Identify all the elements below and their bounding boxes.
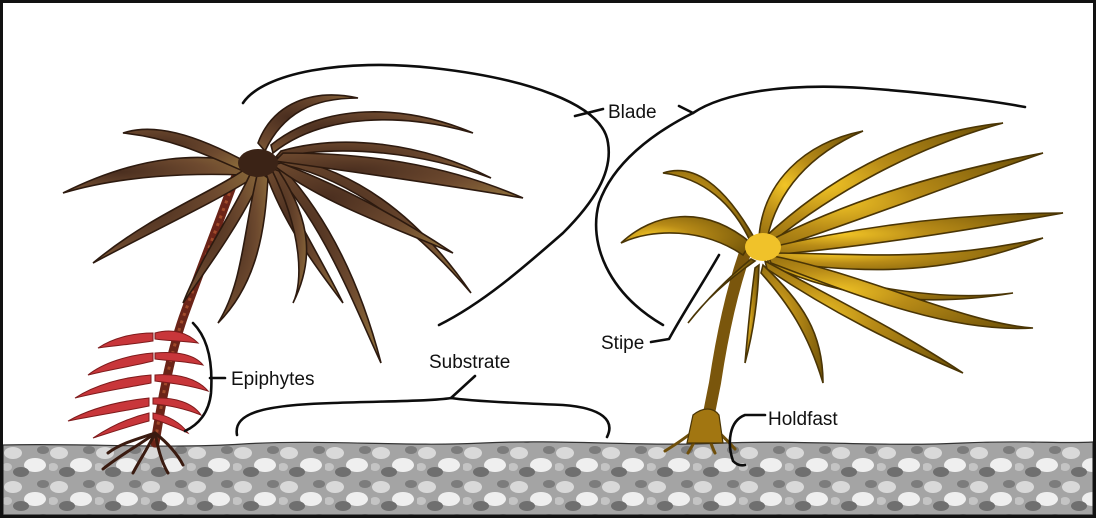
substrate-callout-tail bbox=[451, 376, 475, 398]
epiphyte-fronds bbox=[68, 331, 208, 438]
right-stipe bbox=[705, 253, 745, 435]
substrate-label: Substrate bbox=[429, 352, 510, 373]
diagram-canvas: Blade Stipe Holdfast Epiphytes Substrate bbox=[3, 3, 1093, 515]
right-blade-base bbox=[745, 233, 781, 261]
left-blade-base bbox=[238, 149, 278, 177]
substrate-callout bbox=[237, 398, 610, 437]
blade-callout-right bbox=[679, 87, 1025, 113]
right-blades bbox=[621, 123, 1063, 383]
epiphytes-label: Epiphytes bbox=[231, 369, 314, 390]
stipe-label: Stipe bbox=[601, 333, 644, 354]
holdfast-label: Holdfast bbox=[768, 409, 838, 430]
left-kelp bbox=[63, 95, 523, 473]
left-blades bbox=[63, 95, 523, 363]
blade-label: Blade bbox=[608, 102, 657, 123]
right-kelp bbox=[621, 123, 1063, 453]
rock-substrate bbox=[3, 442, 1093, 515]
